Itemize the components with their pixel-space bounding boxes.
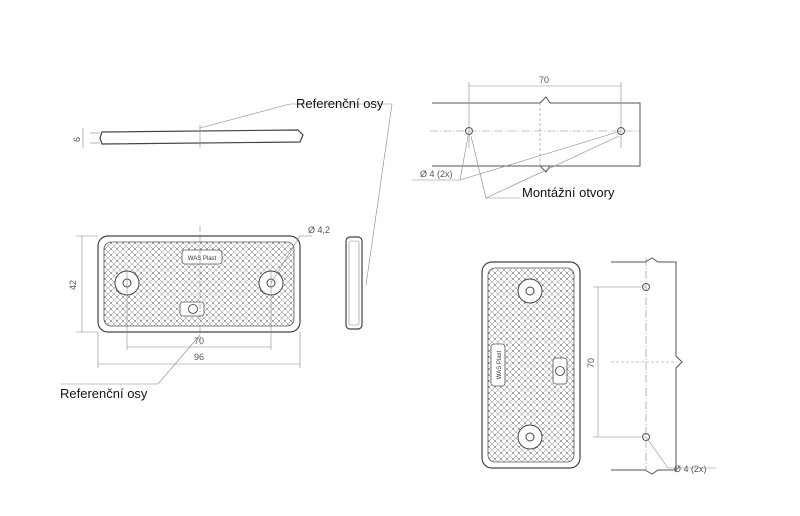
height-dim: 42 [68, 280, 78, 290]
hole-diameter-front-dim: Ø 4,2 [308, 225, 330, 235]
reference-axes-label-top: Referenční osy [296, 96, 384, 111]
vertical-hole-top [517, 278, 543, 304]
hole-spacing-front-dim: 70 [194, 336, 204, 346]
hole-spacing-right-dim: 70 [586, 358, 596, 368]
thickness-dim: 6 [72, 137, 82, 142]
vertical-view: WAS Plast [481, 261, 581, 469]
approval-mark-front [179, 301, 205, 317]
hole-diameter-top-right-dim: Ø 4 (2x) [420, 169, 453, 179]
mounting-holes-leader: Montážní otvory [470, 135, 620, 200]
reference-axes-bottom-leader: Referenční osy [60, 334, 201, 401]
vertical-hole-bottom [517, 424, 543, 450]
side-view-narrow [345, 236, 363, 330]
hole-diameter-bottom-right-dim: Ø 4 (2x) [674, 464, 707, 474]
mounting-holes-right-view: 70 Ø 4 (2x) [586, 257, 716, 475]
side-view-top: 6 [72, 125, 304, 148]
reference-axes-top-leader: Referenční osy [199, 96, 393, 286]
svg-text:WAS Plast: WAS Plast [188, 256, 217, 262]
approval-mark-vertical [552, 357, 568, 385]
brand-logo-front: WAS Plast [181, 249, 223, 265]
mounting-holes-label: Montážní otvory [522, 185, 615, 200]
hole-spacing-top-right-dim: 70 [539, 75, 549, 85]
mounting-holes-top-view: 70 Ø 4 (2x) [412, 75, 641, 181]
svg-text:WAS Plast: WAS Plast [497, 350, 503, 379]
front-dimensions: 42 70 96 Ø 4,2 [68, 225, 330, 368]
brand-logo-vertical: WAS Plast [490, 343, 506, 387]
front-view: WAS Plast [97, 226, 301, 350]
reference-axes-label-bottom: Referenční osy [60, 386, 148, 401]
overall-width-dim: 96 [194, 352, 204, 362]
